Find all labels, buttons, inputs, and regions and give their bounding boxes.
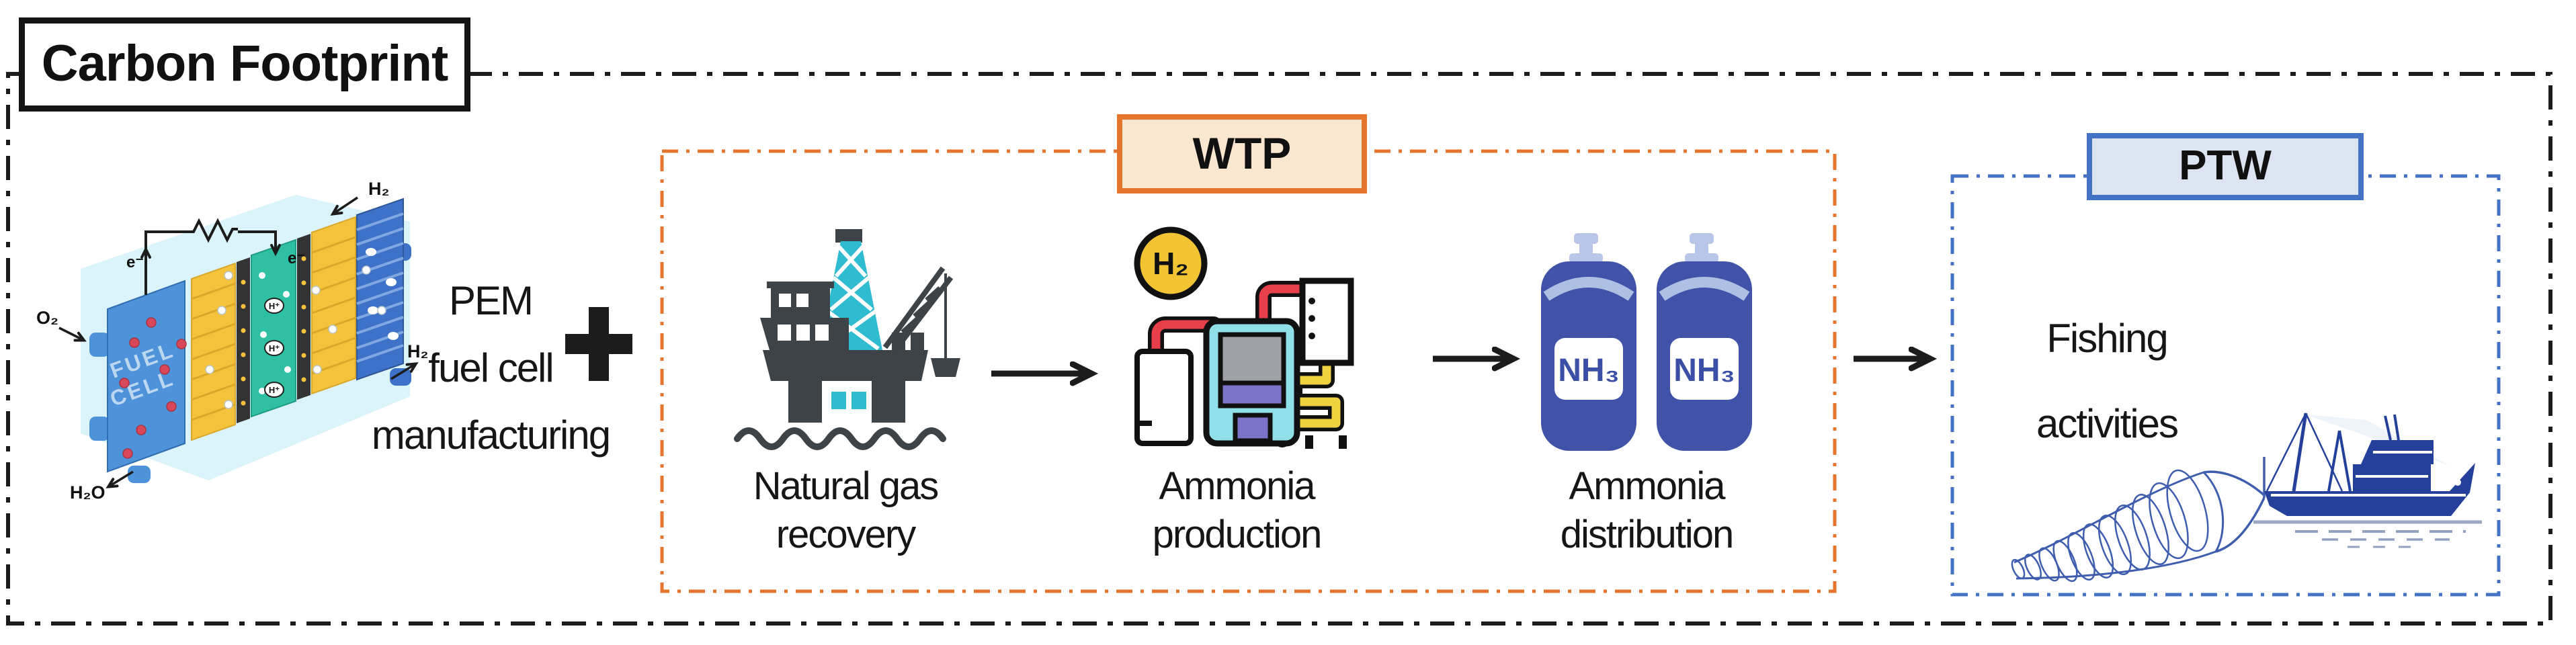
step-label-ammonia-production: Ammonia production (1079, 462, 1395, 559)
feed-tank (1134, 349, 1194, 446)
proton-badges: H⁺ H⁺ H⁺ (264, 298, 284, 398)
waves-icon (734, 427, 946, 450)
natural-gas-line-1: Natural gas (753, 464, 940, 508)
pem-line-1: PEM (448, 278, 534, 323)
proton-label: H⁺ (269, 343, 280, 353)
pem-line-3: manufacturing (371, 413, 611, 458)
reactor-vessel (1203, 318, 1300, 447)
platform-decks (760, 282, 928, 423)
resistor-icon (188, 218, 238, 243)
fishing-line-2: activities (2036, 401, 2179, 447)
ptw-tag-box: PTW (2087, 133, 2364, 200)
trawler-boat-icon (2011, 413, 2482, 583)
fuel-cell-anode-plate (191, 262, 236, 441)
furnace-leg (1339, 435, 1347, 449)
ammonia-production-line-2: production (1152, 512, 1323, 556)
external-circuit (140, 218, 281, 295)
nh3-cylinder-1: NH₃ (1541, 233, 1636, 451)
ammonia-distribution-line-2: distribution (1560, 512, 1734, 556)
step-label-natural-gas: Natural gas recovery (688, 462, 1003, 559)
o2-label: O₂ (36, 308, 58, 328)
h2-right-label: H₂ (407, 341, 429, 361)
ptw-boundary-border (1950, 174, 2501, 597)
step-label-ammonia-distribution: Ammonia distribution (1489, 462, 1804, 559)
wtp-label: WTP (1192, 128, 1292, 178)
h2-top-label: H₂ (368, 179, 390, 199)
outer-boundary-border (6, 72, 2552, 626)
title-box: Carbon Footprint (19, 17, 470, 112)
red-pipes (1148, 281, 1312, 361)
nh3-label: NH₃ (1558, 353, 1620, 388)
h2-badge: H₂ (1134, 226, 1208, 300)
fuel-cell-flow-field-plate (356, 198, 411, 386)
fuel-cell-stack-icon: FUEL CELL H⁺ (36, 179, 429, 503)
boat-deck-stripes (2271, 451, 2466, 497)
molecule-dots (119, 265, 386, 459)
boat-masts (2264, 413, 2400, 494)
fuel-cell-membrane: H⁺ H⁺ H⁺ (251, 239, 296, 418)
fuel-cell-cathode-plate (311, 216, 356, 395)
rig-window (831, 392, 846, 409)
natural-gas-line-2: recovery (776, 512, 916, 556)
catalyst-layer (297, 234, 310, 400)
chemical-plant-icon: H₂ (1134, 226, 1354, 449)
pem-line-2: fuel cell (428, 345, 554, 391)
trawl-net-icon (2011, 457, 2266, 583)
nh3-label: NH₃ (1673, 353, 1735, 388)
proton-label: H⁺ (269, 385, 280, 395)
fuel-cell-end-plate: FUEL CELL (89, 280, 185, 483)
proton-label: H⁺ (269, 301, 280, 311)
h2-badge-label: H₂ (1153, 246, 1189, 281)
h2o-label: H₂O (70, 482, 106, 503)
gas-cylinder-icon: NH₃ NH₃ (1541, 233, 1752, 451)
wtp-tag-box: WTP (1117, 114, 1367, 194)
ammonia-production-line-1: Ammonia (1159, 464, 1316, 508)
offshore-platform-icon (734, 229, 960, 450)
ammonia-distribution-line-1: Ammonia (1569, 464, 1726, 508)
plus-icon (565, 307, 632, 381)
rig-window (851, 392, 866, 409)
furnace-leg (1305, 435, 1313, 449)
ptw-label: PTW (2179, 142, 2272, 189)
fishing-line-1: Fishing (2046, 316, 2168, 361)
nh3-cylinder-2: NH₃ (1657, 233, 1752, 451)
crane-arm (882, 266, 960, 377)
electron-label-left: e⁻ (126, 253, 144, 271)
bow-porthole (2454, 479, 2461, 486)
fishing-activities-label: Fishing activities (1983, 296, 2231, 466)
gas-flow-annotations: H₂ H₂ O₂ H₂O (36, 179, 429, 503)
catalyst-layer (237, 257, 250, 423)
pem-manufacturing-label: PEM fuel cell manufacturing (316, 267, 665, 470)
waterline (2253, 520, 2482, 548)
page-title: Carbon Footprint (41, 35, 449, 92)
furnace-unit (1299, 277, 1354, 366)
electron-label-right: e⁻ (288, 249, 305, 267)
wtp-boundary-border (660, 149, 1837, 593)
